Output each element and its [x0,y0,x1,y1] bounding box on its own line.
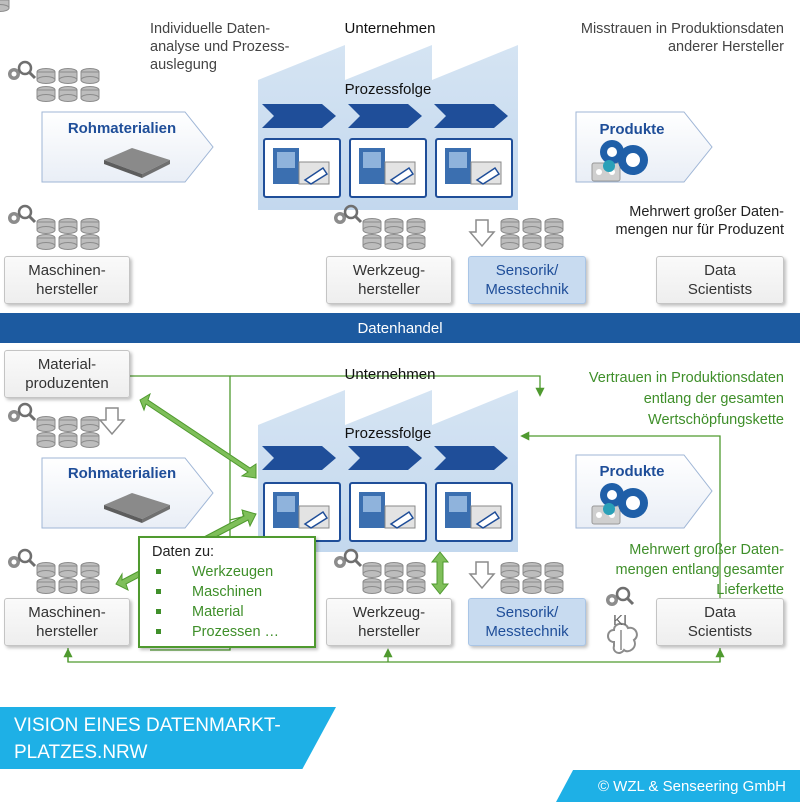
copyright-badge: © WZL & Senseering GmbH [556,770,800,802]
database-icon [36,416,100,448]
rohmaterialien-label-bottom: Rohmaterialien [67,465,177,482]
database-icon [500,562,564,594]
daten-item: Material [152,602,314,622]
daten-item: Werkzeugen [152,562,314,582]
gear-search-icon [8,60,37,80]
process-chevrons-bottom [262,446,508,470]
note-mehrwert-bottom: Mehrwert großer Daten- mengen entlang ge… [615,542,784,598]
arrow-down-icon [468,219,496,248]
machine-icon [349,482,427,542]
sheet-metal-icon [104,148,170,178]
unternehmen-title-top: Unternehmen [344,20,436,37]
prozessfolge-label-bottom: Prozessfolge [344,425,432,442]
gear-search-icon [334,204,363,224]
daten-item: Prozessen … [152,622,314,642]
datenhandel-band: Datenhandel [0,313,800,343]
note-individuelle-datenanalyse: Individuelle Daten- analyse und Prozess-… [150,21,290,73]
machine-icon [435,138,513,198]
brain-icon [607,622,638,654]
process-chevrons-top [262,104,508,128]
vision-banner: VISION EINES DATENMARKT- PLATZES.NRW [0,707,336,769]
daten-zu-box: Daten zu: Werkzeugen Maschinen Material … [138,536,316,648]
sensorik-box-top: Sensorik/ Messtechnik [468,256,586,304]
machine-icon [263,482,341,542]
unternehmen-title-bottom: Unternehmen [344,366,436,383]
prozessfolge-label-top: Prozessfolge [344,81,432,98]
gear-search-icon [8,204,37,224]
gears-icon [591,483,648,525]
produkte-label-top: Produkte [599,121,665,138]
gears-icon [591,140,648,182]
database-icon [362,218,426,250]
database-icon [500,218,564,250]
produkte-label-bottom: Produkte [599,463,665,480]
arrow-down-icon [468,561,496,590]
machine-icon [435,482,513,542]
database-icon [0,0,10,12]
data-scientists-box-top: Data Scientists [656,256,784,304]
ki-label: KI [613,612,628,629]
werkzeughersteller-box-top: Werkzeug- hersteller [326,256,452,304]
maschinenhersteller-box-bottom: Maschinen- hersteller [4,598,130,646]
gear-search-icon [8,548,37,568]
materialproduzenten-box: Material- produzenten [4,350,130,398]
gear-search-icon [8,402,37,422]
maschinenhersteller-box-top: Maschinen- hersteller [4,256,130,304]
sheet-metal-icon [104,493,170,523]
green-connectors [63,375,725,663]
daten-zu-title: Daten zu: [152,544,215,560]
database-icon [36,68,100,102]
data-scientists-box-bottom: Data Scientists [656,598,784,646]
arrow-down-icon [98,407,126,436]
daten-item: Maschinen [152,582,314,602]
machine-icon [349,138,427,198]
note-mehrwert-top: Mehrwert großer Daten- mengen nur für Pr… [615,204,784,238]
werkzeughersteller-box-bottom: Werkzeug- hersteller [326,598,452,646]
database-icon [36,562,100,594]
rohmaterialien-arrow-top [41,111,214,183]
note-vertrauen: Vertrauen in Produktionsdaten entlang de… [588,370,784,428]
gear-search-icon [334,548,363,568]
gear-search-icon [606,586,635,606]
note-misstrauen: Misstrauen in Produktionsdaten anderer H… [580,21,784,55]
rohmaterialien-arrow-bottom [41,457,214,529]
database-icon [362,562,426,594]
sensorik-box-bottom: Sensorik/ Messtechnik [468,598,586,646]
rohmaterialien-label-top: Rohmaterialien [67,120,177,137]
machine-icon [263,138,341,198]
database-icon [36,218,100,250]
